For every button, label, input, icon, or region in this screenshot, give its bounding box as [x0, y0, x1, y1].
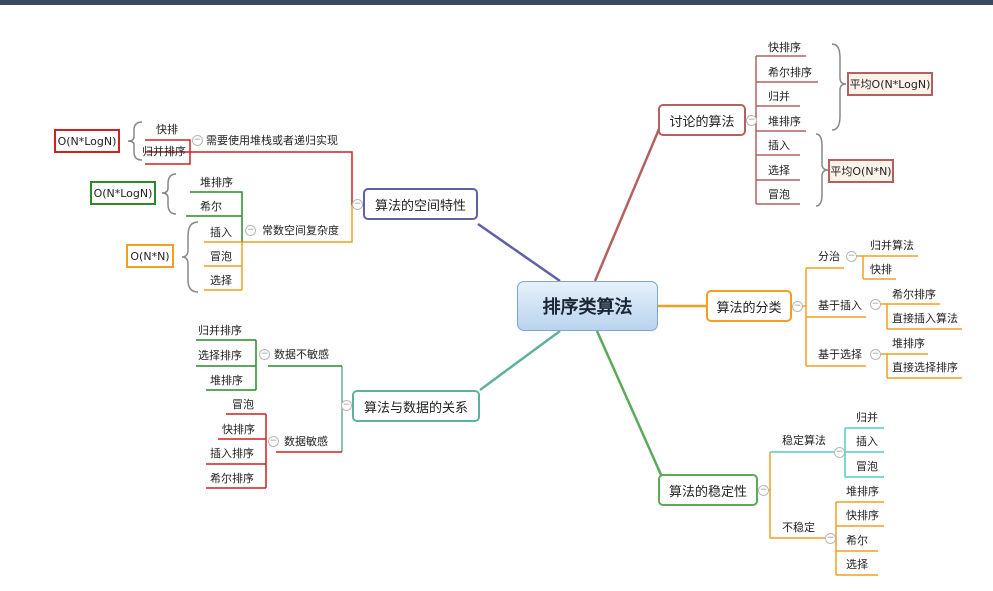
top-border	[0, 0, 993, 5]
discussed-item[interactable]: 希尔排序	[768, 66, 812, 79]
classify-lines	[793, 255, 962, 379]
link-root-discussed	[593, 121, 664, 282]
collapse-toggle-icon[interactable]: −	[268, 436, 279, 447]
discussed-item[interactable]: 冒泡	[768, 188, 790, 201]
classify-item[interactable]: 直接插入算法	[892, 312, 958, 325]
space-recursive[interactable]: 需要使用堆栈或者递归实现	[206, 134, 338, 147]
collapse-toggle-icon[interactable]: −	[259, 349, 270, 360]
stability-stable[interactable]: 稳定算法	[782, 434, 826, 447]
space-constant	[242, 205, 353, 243]
group1-lines	[186, 191, 243, 242]
space-nlogn-box-2[interactable]: O(N*LogN)	[90, 181, 156, 205]
brace-space-1	[161, 173, 177, 215]
discussed-item[interactable]: 堆排序	[768, 115, 801, 128]
space-item[interactable]: 冒泡	[210, 250, 232, 263]
data-item[interactable]: 归并排序	[198, 324, 242, 337]
collapse-toggle-icon[interactable]: −	[825, 533, 836, 544]
collapse-toggle-icon[interactable]: −	[846, 251, 857, 262]
data-insensitive[interactable]: 数据不敏感	[274, 348, 329, 361]
data-item[interactable]: 冒泡	[232, 398, 254, 411]
data-item[interactable]: 插入排序	[210, 447, 254, 460]
branch-data[interactable]: 算法与数据的关系	[352, 390, 480, 422]
stable-lines	[844, 427, 884, 478]
stability-item[interactable]: 选择	[846, 558, 868, 571]
collapse-toggle-icon[interactable]: −	[792, 301, 803, 312]
avg-nlogn-box[interactable]: 平均O(N*LogN)	[847, 72, 933, 96]
link-root-data	[479, 329, 561, 392]
brace-space-0	[127, 121, 143, 161]
space-item[interactable]: 插入	[210, 226, 232, 239]
stability-item[interactable]: 冒泡	[856, 460, 878, 473]
branch-space[interactable]: 算法的空间特性	[363, 188, 478, 220]
unstable-lines	[770, 501, 884, 576]
collapse-toggle-icon[interactable]: −	[245, 225, 256, 236]
stability-item[interactable]: 插入	[856, 435, 878, 448]
discussed-lines	[752, 55, 818, 205]
brace-nlogn	[831, 43, 847, 131]
discussed-item[interactable]: 选择	[768, 164, 790, 177]
space-nlogn-box-1[interactable]: O(N*LogN)	[54, 129, 120, 153]
insensitive-lines	[196, 339, 257, 391]
discussed-item[interactable]: 归并	[768, 90, 790, 103]
classify-item[interactable]: 堆排序	[892, 337, 925, 350]
classify-item[interactable]: 归并算法	[870, 239, 914, 252]
collapse-toggle-icon[interactable]: −	[758, 485, 769, 496]
stability-item[interactable]: 堆排序	[846, 485, 879, 498]
group2-lines	[204, 241, 243, 291]
space-item[interactable]: 归并排序	[142, 145, 186, 158]
stability-item[interactable]: 快排序	[846, 509, 879, 522]
data-item[interactable]: 堆排序	[210, 374, 243, 387]
link-root-stability	[595, 330, 664, 478]
branch-discussed[interactable]: 讨论的算法	[658, 104, 746, 136]
classify-item[interactable]: 直接选择排序	[892, 361, 958, 374]
link-root-space	[477, 222, 561, 283]
avg-nn-box[interactable]: 平均O(N*N)	[828, 159, 894, 183]
discussed-item[interactable]: 插入	[768, 139, 790, 152]
data-item[interactable]: 希尔排序	[210, 472, 254, 485]
branch-classify[interactable]: 算法的分类	[706, 290, 792, 322]
discussed-item[interactable]: 快排序	[768, 41, 801, 54]
classify-insert[interactable]: 基于插入	[818, 299, 862, 312]
collapse-toggle-icon[interactable]: −	[834, 447, 845, 458]
brace-space-2	[181, 221, 199, 293]
data-item[interactable]: 选择排序	[198, 349, 242, 362]
space-item[interactable]: 堆排序	[200, 176, 233, 189]
space-item[interactable]: 快排	[156, 123, 178, 136]
collapse-toggle-icon[interactable]: −	[746, 115, 757, 126]
sensitive-lines	[206, 413, 267, 489]
classify-item[interactable]: 快排	[870, 263, 892, 276]
classify-select[interactable]: 基于选择	[818, 348, 862, 361]
collapse-toggle-icon[interactable]: −	[192, 135, 203, 146]
classify-divide[interactable]: 分治	[818, 250, 840, 263]
stability-unstable[interactable]: 不稳定	[782, 521, 815, 534]
collapse-toggle-icon[interactable]: −	[870, 349, 881, 360]
space-item[interactable]: 希尔	[200, 200, 222, 213]
stability-item[interactable]: 归并	[856, 411, 878, 424]
collapse-toggle-icon[interactable]: −	[870, 299, 881, 310]
collapse-toggle-icon[interactable]: −	[352, 199, 363, 210]
collapse-toggle-icon[interactable]: −	[341, 400, 352, 411]
space-nn-box[interactable]: O(N*N)	[126, 244, 174, 268]
classify-item[interactable]: 希尔排序	[892, 288, 936, 301]
branch-stability[interactable]: 算法的稳定性	[658, 474, 758, 506]
stability-item[interactable]: 希尔	[846, 534, 868, 547]
data-item[interactable]: 快排序	[222, 423, 255, 436]
space-item[interactable]: 选择	[210, 274, 232, 287]
root-topic[interactable]: 排序类算法	[517, 281, 658, 331]
data-sensitive[interactable]: 数据敏感	[284, 435, 328, 448]
brace-nn	[815, 133, 829, 207]
space-constant[interactable]: 常数空间复杂度	[262, 224, 339, 237]
